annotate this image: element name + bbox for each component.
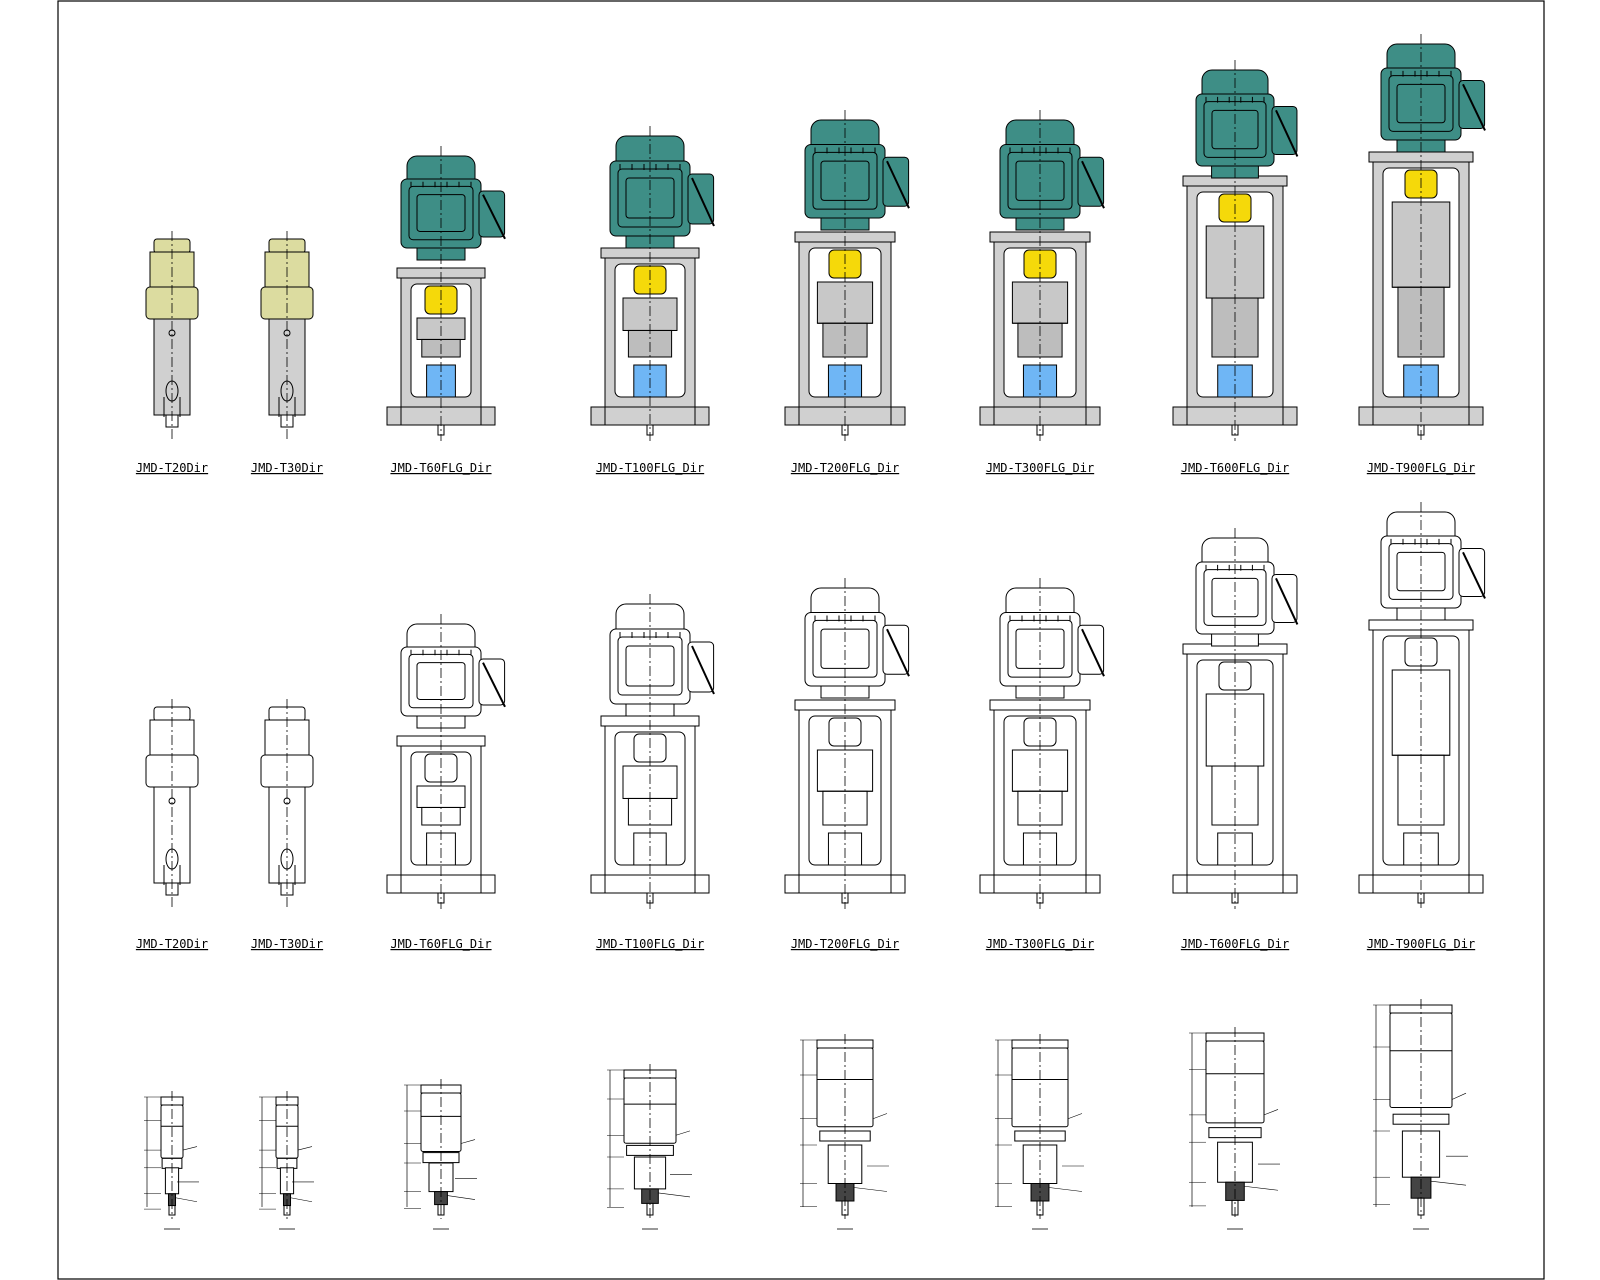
model-drawing (145, 231, 199, 441)
model-drawing (590, 126, 715, 441)
model-label: JMD-T600FLG_Dir (1181, 461, 1289, 475)
model-drawing (979, 578, 1105, 909)
model-drawing (260, 699, 314, 909)
model-label: JMD-T60FLG_Dir (390, 937, 491, 951)
model-drawing (995, 1034, 1084, 1230)
model-drawing (386, 146, 506, 441)
model-drawing (607, 1064, 692, 1230)
model-drawing (259, 1091, 314, 1230)
model-label: JMD-T300FLG_Dir (986, 937, 1094, 951)
sheet-border (57, 0, 1545, 1280)
model-label: JMD-T20Dir (136, 937, 208, 951)
row-color-renderings: JMD-T20Dir JMD-T30Dir JMD-T60FLG_Dir JMD-T1… (136, 34, 1486, 475)
model-label: JMD-T30Dir (251, 937, 323, 951)
model-drawing (979, 110, 1105, 441)
model-label: JMD-T20Dir (136, 461, 208, 475)
model-label: JMD-T300FLG_Dir (986, 461, 1094, 475)
row-outline-drawings: JMD-T20Dir JMD-T30Dir JMD-T60FLG_Dir JMD-T1… (136, 502, 1486, 951)
model-label: JMD-T900FLG_Dir (1367, 461, 1475, 475)
model-drawing (800, 1034, 889, 1230)
model-drawing (404, 1079, 477, 1230)
model-drawing (784, 110, 910, 441)
model-label: JMD-T30Dir (251, 461, 323, 475)
model-label: JMD-T100FLG_Dir (596, 461, 704, 475)
model-drawing (1189, 1027, 1280, 1230)
model-drawing (1358, 502, 1486, 909)
model-drawing (386, 614, 506, 909)
model-drawing (1373, 999, 1468, 1230)
model-label: JMD-T900FLG_Dir (1367, 937, 1475, 951)
model-drawing (1172, 528, 1299, 909)
model-label: JMD-T60FLG_Dir (390, 461, 491, 475)
model-drawing (144, 1091, 199, 1230)
model-drawing (590, 594, 715, 909)
model-drawing (260, 231, 314, 441)
model-label: JMD-T200FLG_Dir (791, 461, 899, 475)
model-label: JMD-T600FLG_Dir (1181, 937, 1289, 951)
model-drawing (784, 578, 910, 909)
model-drawing (1172, 60, 1299, 441)
model-label: JMD-T100FLG_Dir (596, 937, 704, 951)
model-label: JMD-T200FLG_Dir (791, 937, 899, 951)
row-dimension-drawings (144, 999, 1468, 1230)
model-drawing (1358, 34, 1486, 441)
model-drawing (145, 699, 199, 909)
